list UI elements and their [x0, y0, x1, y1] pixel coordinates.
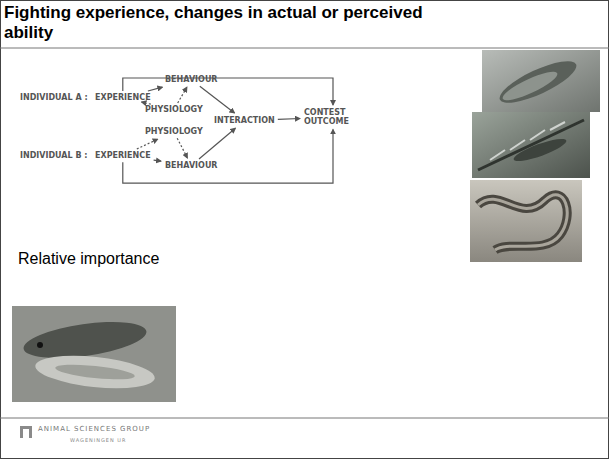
individual-label: INDIVIDUAL A :: [20, 93, 88, 102]
flow-arrow: [199, 128, 235, 159]
flow-term: INTERACTION: [212, 115, 277, 126]
flow-term: BEHAVIOUR: [163, 74, 220, 85]
flow-arrow: [154, 160, 161, 161]
node-text: BEHAVIOUR: [165, 161, 218, 170]
node-text: PHYSIOLOGY: [145, 127, 203, 136]
flow-term: BEHAVIOUR: [163, 160, 220, 171]
node-text: PHYSIOLOGY: [145, 105, 203, 114]
dotted-arrow: [137, 139, 158, 149]
node-text: BEHAVIOUR: [165, 75, 218, 84]
dotted-arrow: [142, 102, 151, 104]
flow-arrow: [200, 86, 235, 113]
snake-photo: [470, 180, 582, 262]
flow-term: EXPERIENCE: [93, 92, 153, 103]
logo-icon: [20, 426, 32, 438]
node-text: EXPERIENCE: [95, 93, 151, 102]
logo-text: ANIMAL SCIENCES GROUP: [38, 425, 150, 433]
dotted-arrow: [178, 87, 187, 103]
flow-arrow: [123, 78, 333, 105]
flow-term: CONTEST OUTCOME: [302, 107, 364, 127]
flow-term: PHYSIOLOGY: [143, 104, 205, 115]
node-text: CONTEST OUTCOME: [304, 108, 362, 126]
logo-subtext: WAGENINGEN UR: [70, 437, 127, 443]
node-text: EXPERIENCE: [95, 151, 151, 160]
flow-term: EXPERIENCE: [93, 150, 153, 161]
slide-bullet: Relative importance: [18, 250, 159, 268]
slide-title: Fighting experience, changes in actual o…: [4, 3, 474, 44]
fish-photo: [482, 50, 600, 112]
node-text: INTERACTION: [214, 116, 275, 125]
flow-arrow: [278, 118, 300, 120]
flow-arrow: [123, 129, 333, 183]
flow-term: PHYSIOLOGY: [143, 126, 205, 137]
individual-label: INDIVIDUAL B :: [20, 151, 88, 160]
fish-pair-photo: [12, 306, 176, 402]
lizard-photo: [472, 112, 590, 178]
dotted-arrow: [177, 138, 187, 158]
flow-arrow: [148, 87, 163, 91]
